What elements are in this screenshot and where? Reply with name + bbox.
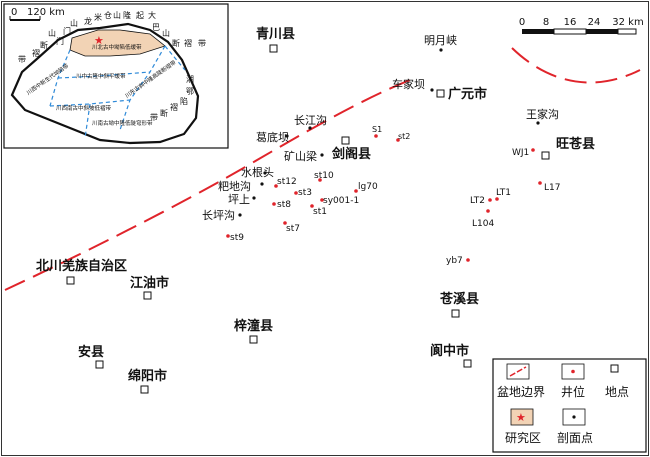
inset-label-dai1: 带 <box>198 39 206 48</box>
well-st2: st2 <box>398 132 410 141</box>
inset-label-zhe2: 褶 <box>32 48 40 58</box>
inset-scale-0: 0 <box>11 7 17 18</box>
city-zitong: 梓潼县 <box>234 318 273 334</box>
well-wj1: WJ1 <box>512 148 529 158</box>
city-markers <box>66 44 550 394</box>
well-st3: st3 <box>298 188 312 198</box>
scale-tick-16: 16 <box>564 17 577 28</box>
inset-label-duan3: 断 <box>160 108 168 118</box>
inset-label-xian: 陷 <box>180 96 188 106</box>
point-wangjiagou: 王家沟 <box>526 107 559 121</box>
inset-label-ba: 巴 <box>152 23 160 32</box>
section-point-labels: 明月峡 车家坝 王家沟 长江沟 葛底坝 矿山梁 水根头 粑地沟 坪上 长坪沟 <box>202 33 559 222</box>
scale-tick-8: 8 <box>543 17 549 28</box>
point-shuigentou: 水根头 <box>241 165 274 179</box>
well-l104: L104 <box>472 219 494 229</box>
well-lt2: LT2 <box>470 196 485 206</box>
inset-label-shan4: 山 <box>48 28 56 38</box>
inset-scale-120: 120 km <box>27 7 65 18</box>
inset-label-zhe3: 褶 <box>170 102 178 112</box>
inset-label-long2: 隆 <box>123 10 131 20</box>
inset-label-cang: 仓 <box>104 10 112 20</box>
inset-label-duan1: 断 <box>172 38 180 48</box>
well-yb7: yb7 <box>446 256 463 266</box>
inset-label-zhe1: 褶 <box>184 38 192 48</box>
study-area-star-icon: ★ <box>94 34 104 47</box>
point-changjianggou: 长江沟 <box>294 114 327 127</box>
well-l17: L17 <box>544 183 560 193</box>
legend-study-area: 研究区 <box>505 430 541 445</box>
inset-label-shan2: 山 <box>113 10 121 20</box>
well-markers <box>226 134 542 262</box>
scale-tick-32: 32 km <box>612 17 643 28</box>
well-lt1: LT1 <box>496 188 511 198</box>
inset-study-area <box>69 29 166 57</box>
point-changpinggou: 长坪沟 <box>202 209 235 222</box>
point-gediba: 葛底坝 <box>256 130 289 144</box>
basin-boundary-main <box>4 79 411 291</box>
legend-basin-boundary: 盆地边界 <box>497 385 545 399</box>
city-cangxi: 苍溪县 <box>439 291 479 307</box>
point-mingyuexia: 明月峡 <box>424 33 457 47</box>
inset-map: 0 120 km ★ 龙 门 山 米 仓 山 隆 起 大 巴 山 断 褶 带 山… <box>3 3 229 149</box>
inset-zone-north: 川北古中坳陷低缓带 <box>92 43 142 51</box>
scale-tick-24: 24 <box>588 17 601 28</box>
point-badigou: 粑地沟 <box>218 180 251 193</box>
inset-label-dai2: 带 <box>18 55 26 64</box>
scale-tick-0: 0 <box>519 17 525 28</box>
city-qingchuan: 青川县 <box>256 26 295 42</box>
city-mianyang: 绵阳市 <box>128 368 167 384</box>
inset-label-e: 鄂 <box>186 87 194 96</box>
well-st10: st10 <box>314 171 334 181</box>
point-pingshang: 坪上 <box>228 193 250 206</box>
inset-basin-outline <box>10 22 200 145</box>
inset-label-xiang: 湘 <box>186 74 194 84</box>
inset-label-shan3: 山 <box>162 28 170 38</box>
inset-label-mi: 米 <box>94 12 102 22</box>
city-beichuan: 北川羌族自治区 <box>36 258 127 274</box>
well-sy001-1: sy001-1 <box>323 196 359 206</box>
inset-label-qi: 起 <box>136 11 144 20</box>
inset-label-dai3: 带 <box>150 113 158 122</box>
inset-zone-south: 川南古坳中隆低陡穹形带 <box>92 119 153 127</box>
inset-zone-southwest: 川西南古中斜坡低褶带 <box>56 104 112 112</box>
scale-bar: 0 8 16 24 32 km <box>519 17 644 35</box>
well-s1: S1 <box>372 125 382 134</box>
city-wangcang: 旺苍县 <box>556 136 595 152</box>
inset-label-men: 门 <box>63 26 71 36</box>
legend-section-point: 剖面点 <box>557 431 593 445</box>
well-st7: st7 <box>286 224 300 234</box>
section-point-markers <box>238 48 540 217</box>
city-guangyuan: 广元市 <box>448 86 487 102</box>
point-chejiaba: 车家坝 <box>392 77 425 91</box>
city-anxian: 安县 <box>78 344 104 360</box>
well-lg70: lg70 <box>358 182 378 192</box>
legend-place: 地点 <box>605 385 629 399</box>
legend-star-icon: ★ <box>516 411 526 424</box>
inset-label-men2: 门 <box>56 36 64 46</box>
inset-label-long: 龙 <box>84 16 92 26</box>
inset-zone-central: 川中古隆中斜平缓带 <box>76 72 126 80</box>
well-st1: st1 <box>313 207 327 217</box>
city-labels: 青川县 广元市 旺苍县 剑阁县 北川羌族自治区 江油市 苍溪县 梓潼县 安县 阆… <box>36 26 595 384</box>
city-langzhong: 阆中市 <box>430 343 469 359</box>
legend-well: 井位 <box>561 384 585 399</box>
city-jiangyou: 江油市 <box>130 275 169 291</box>
inset-label-shan1: 山 <box>70 18 78 28</box>
inset-label-duan2: 断 <box>40 40 48 50</box>
inset-label-da: 大 <box>148 10 156 20</box>
well-st12: st12 <box>277 177 297 187</box>
well-st8: st8 <box>277 200 291 210</box>
city-jiange: 剑阁县 <box>331 146 371 162</box>
legend: 盆地边界 井位 地点 ★ 研究区 剖面点 <box>492 358 647 453</box>
basin-boundary-east <box>511 47 641 84</box>
well-labels: WJ1 st12 st10 st3 st8 sy001-1 lg70 st1 s… <box>230 125 560 266</box>
point-kuangshanliang: 矿山梁 <box>284 149 317 163</box>
well-st9: st9 <box>230 233 244 243</box>
